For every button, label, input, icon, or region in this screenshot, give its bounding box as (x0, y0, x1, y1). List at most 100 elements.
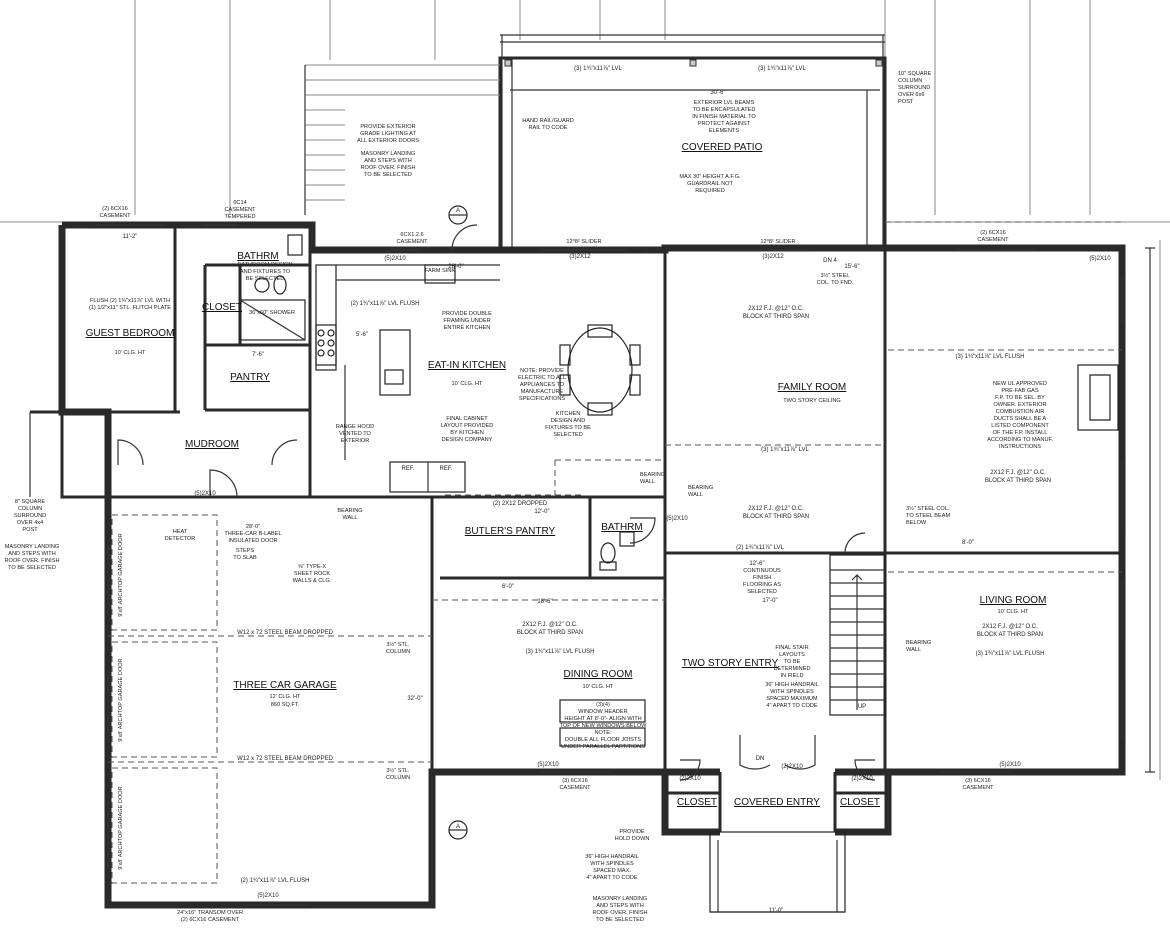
room-guest-bedroom: GUEST BEDROOM (86, 328, 175, 339)
section-label-bottom: A (456, 824, 460, 830)
header-h3: (3)2X12 (762, 254, 784, 260)
beam-kitchen-lvl-flush: (2) 1¾"x11⅞" LVL FLUSH (351, 301, 420, 307)
block-right: BLOCK AT THIRD SPAN (985, 478, 1051, 484)
joists-family: 2X12 F.J. @12" O.C. (748, 306, 804, 312)
header-h2: (3)2X12 (569, 254, 591, 260)
note-stl-column-1: 3½" STL.COLUMN (386, 641, 410, 655)
dim-patio-width: 30'-6" (710, 90, 725, 96)
entry-steps (709, 831, 846, 913)
family-room-clg: TWO STORY CEILING (783, 398, 841, 404)
header-labels: (5)2X10 (3)2X12 (3)2X12 (5)2X10 (5)2X10 … (194, 254, 1111, 899)
label-up: UP (858, 704, 866, 710)
room-bathrm-upper: BATHRM (237, 251, 278, 262)
label-dn-2: DN 4 (823, 258, 837, 264)
note-slider-1: 12⁰8² SLIDER (566, 238, 601, 245)
beam-entry-lvl: (2) 1¾"x11⅞" LVL (736, 545, 784, 551)
kitchen-fixtures (315, 264, 641, 493)
living-clg: 10' CLG. HT (998, 609, 1029, 615)
room-closet-right: CLOSET (840, 797, 880, 808)
dim-6-0: 6'-0" (502, 584, 514, 590)
note-flush-lvl: FLUSH (2) 1¾"x11⅞" LVL WITH(1) 1/2"x11" … (89, 298, 171, 311)
room-pantry: PANTRY (230, 372, 270, 383)
beam-labels: (3) 1¾"x11⅞" LVL (3) 1¾"x11⅞" LVL 30'-6"… (123, 66, 1052, 914)
kitchen-clg: 10' CLG. HT (452, 381, 483, 387)
section-label-top: A (456, 208, 460, 214)
dim-12-6: 12'-6" (749, 561, 764, 567)
door-swings (117, 224, 876, 781)
beam-garage-lvl: (2) 1¾"x11⅞" LVL FLUSH (241, 878, 310, 884)
header-h1: (5)2X10 (384, 256, 406, 262)
header-h11: (5)2X10 (257, 893, 279, 899)
beam-living-lvl: (3) 1¾"x11⅞" LVL FLUSH (976, 651, 1045, 657)
room-family-room: FAMILY ROOM (778, 382, 847, 393)
room-eat-in-kitchen: EAT-IN KITCHEN (428, 360, 506, 371)
header-h12: (5)2X10 (666, 516, 688, 522)
room-mudroom: MUDROOM (185, 439, 239, 450)
bathroom-fixtures (239, 234, 635, 571)
block-living: BLOCK AT THIRD SPAN (977, 632, 1043, 638)
fireplace-symbol (1077, 364, 1119, 431)
beam-steel-1: W12 x 72 STEEL BEAM DROPPED (237, 630, 333, 636)
patio-steps (304, 64, 500, 215)
beam-patio-lvl-2: (3) 1¾"x11⅞" LVL (758, 66, 806, 72)
room-living-room: LIVING ROOM (980, 595, 1047, 606)
block-dining: BLOCK AT THIRD SPAN (517, 630, 583, 636)
beam-family-lvl: (3) 1¾"x11⅞" LVL (761, 447, 809, 453)
joists-living: 2X12 F.J. @12" O.C. (982, 624, 1038, 630)
dim-fam-width: 15'-6" (844, 264, 859, 270)
note-transom: 24"x16" TRANSOM OVER(2) 6CX16 CASEMENT (177, 910, 243, 923)
structural-dashed-lines (108, 221, 1122, 884)
dining-note-boxes (559, 699, 646, 747)
right-dimension-line (1145, 247, 1155, 773)
beam-right-lvl: (3) 1¾"x11⅞" LVL FLUSH (956, 354, 1025, 360)
room-three-car-garage: THREE CAR GARAGE (233, 680, 337, 691)
joists-family-2: 2X12 F.J. @12" O.C. (748, 506, 804, 512)
garage-door-3: 9'x8' ARCHTOP GARAGE DOOR (118, 786, 124, 869)
garage-door-1: 9'x8' ARCHTOP GARAGE DOOR (118, 533, 124, 616)
label-ref-1: REF. (401, 466, 414, 472)
staircase (829, 554, 886, 716)
block-family-2: BLOCK AT THIRD SPAN (743, 514, 809, 520)
beam-patio-lvl-1: (3) 1¾"x11⅞" LVL (574, 66, 622, 72)
dim-8-0: 8'-0" (962, 540, 974, 546)
room-bathrm-lower: BATHRM (601, 522, 642, 533)
joists-right: 2X12 F.J. @12" O.C. (990, 470, 1046, 476)
header-h10: (2)2X10 (781, 764, 803, 770)
dim-7-6: 7'-6" (252, 352, 264, 358)
garage-door-labels: 9'x8' ARCHTOP GARAGE DOOR 9'x8' ARCHTOP … (118, 533, 124, 869)
room-closet-bath: CLOSET (202, 302, 242, 313)
header-h9: (2)2X10 (851, 776, 873, 782)
room-covered-entry: COVERED ENTRY (734, 797, 820, 808)
windows (95, 224, 1123, 906)
